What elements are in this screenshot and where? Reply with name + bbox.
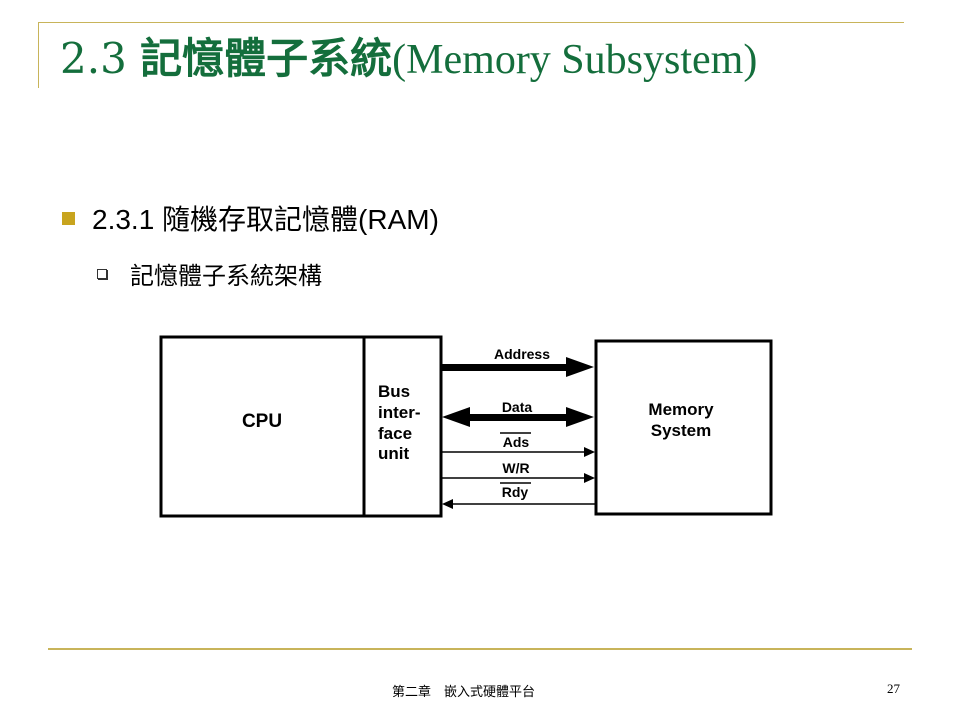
hollow-square-bullet-icon [97, 269, 107, 279]
bus-label-line1: Bus [378, 382, 410, 401]
memory-label-line2: System [651, 421, 711, 440]
wr-arrow-head [584, 473, 595, 483]
bullet-level2: 記憶體子系統架構 [130, 262, 322, 290]
header-rule [38, 22, 904, 23]
square-bullet-icon [62, 212, 75, 225]
bus-label-line3: face [378, 424, 412, 443]
address-arrow-head [566, 357, 594, 377]
data-label: Data [502, 399, 533, 415]
data-arrow-head-right [566, 407, 594, 427]
cpu-label: CPU [242, 411, 282, 432]
title-chinese: 記憶體子系統 [140, 34, 393, 83]
title-english: (Memory Subsystem) [392, 37, 758, 83]
rdy-label: Rdy [502, 484, 529, 500]
ads-label: Ads [503, 434, 530, 450]
header-side-rule [38, 22, 39, 88]
footer-rule [48, 648, 912, 650]
bullet-level1: 2.3.1 隨機存取記憶體(RAM) [92, 204, 439, 235]
data-arrow-head-left [442, 407, 470, 427]
rdy-arrow-head [442, 499, 453, 509]
bus-label-line4: unit [378, 444, 409, 463]
footer-chapter: 第二章 嵌入式硬體平台 [392, 685, 536, 700]
slide-title: 2.3 記憶體子系統(Memory Subsystem) [60, 34, 757, 85]
data-bus-line [468, 414, 568, 421]
memory-block [594, 339, 773, 516]
page-number: 27 [887, 681, 900, 696]
wr-label: W/R [502, 460, 529, 476]
title-number: 2.3 [60, 34, 141, 83]
bus-label-line2: inter- [378, 403, 421, 422]
address-label: Address [494, 346, 550, 362]
cpu-block [159, 335, 443, 518]
memory-label-line1: Memory [648, 400, 714, 419]
address-bus-line [442, 364, 568, 371]
ads-arrow-head [584, 447, 595, 457]
